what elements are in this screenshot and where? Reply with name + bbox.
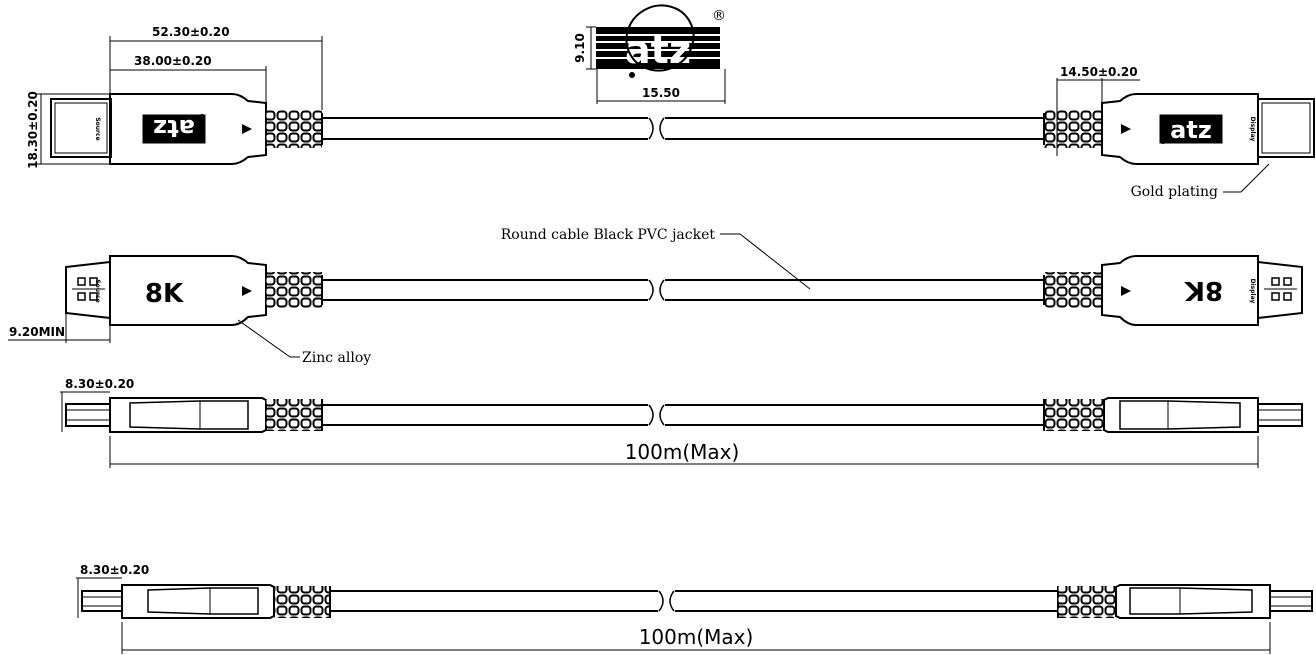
logo-text: atz	[625, 28, 691, 72]
overall-length-dim: 52.30±0.20	[152, 25, 230, 39]
zinc-alloy-note: Zinc alloy	[302, 350, 371, 366]
registered-mark: ®	[712, 8, 726, 24]
cable-row-2	[65, 255, 1303, 326]
boot-length-dim: 14.50±0.20	[1060, 65, 1138, 79]
arrow-icon	[1121, 124, 1131, 134]
resolution-label-left: 8K	[145, 279, 184, 309]
thickness-dim-1: 8.30±0.20	[65, 377, 134, 391]
logo-dimensions	[586, 26, 726, 104]
cable-row-4	[81, 584, 1313, 619]
mini-logo-right: atz	[1159, 114, 1223, 144]
row3-dimension-lines	[60, 391, 1259, 468]
brand-logo: atz ®	[596, 4, 726, 78]
row2-leader-lines	[8, 233, 811, 358]
row4-dimension-lines	[76, 577, 1271, 654]
body-length-dim: 38.00±0.20	[134, 54, 212, 68]
cable-row-3	[65, 397, 1303, 433]
cable-length-1: 100m(Max)	[625, 440, 740, 464]
arrow-icon	[1121, 286, 1131, 296]
cable-row-1	[50, 93, 1315, 165]
display-label: Display	[1249, 279, 1256, 304]
plug-min-dim: 9.20MIN	[9, 325, 65, 339]
gold-plating-note: Gold plating	[1131, 184, 1218, 200]
source-label: Source	[94, 117, 101, 140]
source-label: Source	[94, 279, 101, 302]
resolution-label-right: 8K	[1184, 275, 1223, 305]
logo-width-dim: 15.50	[642, 86, 680, 100]
jacket-note: Round cable Black PVC jacket	[501, 227, 716, 243]
logo-height-dim: 9.10	[573, 33, 587, 63]
thickness-dim-2: 8.30±0.20	[80, 563, 149, 577]
arrow-icon	[242, 124, 252, 134]
cable-length-2: 100m(Max)	[639, 625, 754, 649]
arrow-icon	[242, 286, 252, 296]
display-label: Display	[1249, 117, 1256, 142]
mini-logo-text-left: atz	[153, 114, 195, 142]
connector-height-dim: 18.30±0.20	[26, 91, 40, 169]
mini-logo-left: atz	[142, 114, 206, 144]
mini-logo-text-right: atz	[1170, 116, 1212, 144]
row1-dimension-lines	[36, 36, 1270, 193]
